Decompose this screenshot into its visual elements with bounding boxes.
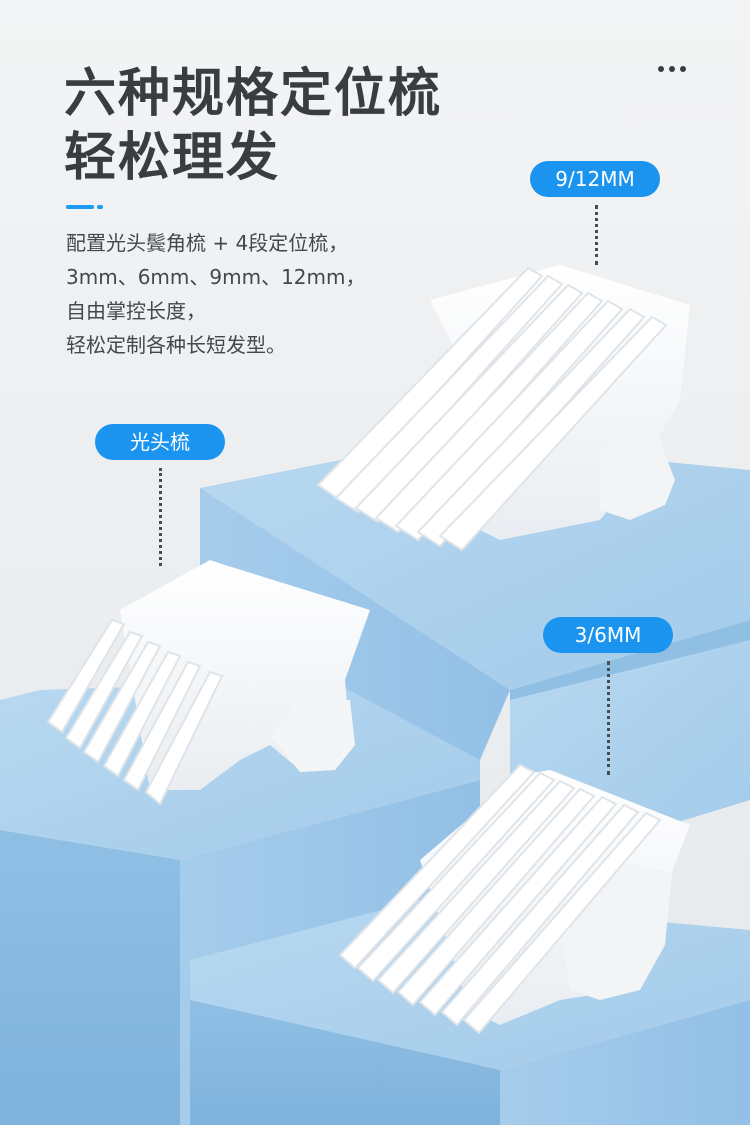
- comb-9-12mm: [316, 265, 690, 552]
- callout-line-bald-comb: [159, 468, 162, 566]
- comb-3-6mm: [338, 763, 690, 1035]
- label-bald-comb: 光头梳: [95, 424, 225, 460]
- more-dots-icon[interactable]: [658, 66, 686, 72]
- label-3-6mm: 3/6MM: [543, 617, 673, 653]
- headline-line-2: 轻松理发: [64, 128, 281, 188]
- description-line-2: 3mm、6mm、9mm、12mm，: [66, 265, 366, 289]
- comb-guard-bald: [46, 560, 370, 806]
- callout-line-3-6mm: [607, 661, 610, 775]
- headline-line-1: 六种规格定位梳: [64, 64, 443, 124]
- label-9-12mm: 9/12MM: [530, 161, 660, 197]
- description-line-4: 轻松定制各种长短发型。: [66, 333, 286, 357]
- callout-line-9-12mm: [595, 205, 598, 265]
- description-line-3: 自由掌控长度，: [66, 299, 206, 323]
- accent-bar: [66, 205, 106, 209]
- description-line-1: 配置光头鬓角梳 + 4段定位梳，: [66, 231, 349, 255]
